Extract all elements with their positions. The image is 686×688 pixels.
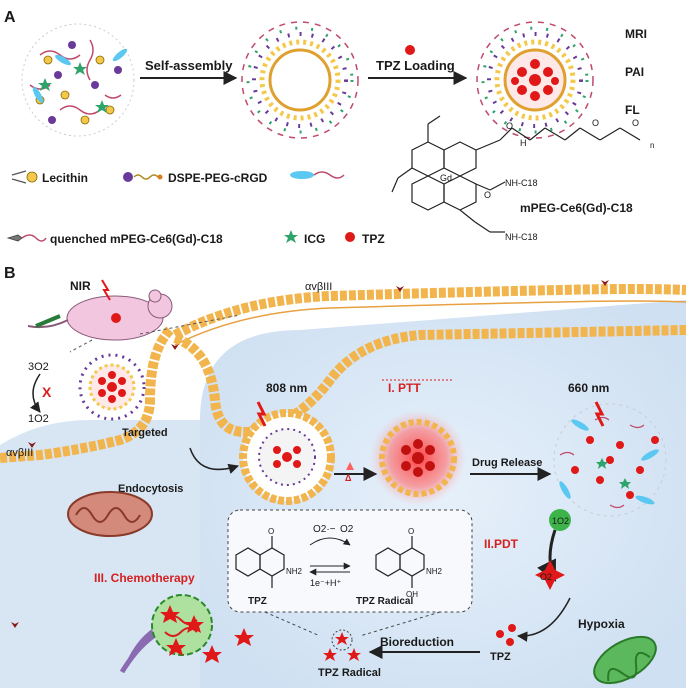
tpz-structure <box>235 536 285 588</box>
cell-membrane-inner <box>0 326 174 463</box>
self-assembly-label: Self-assembly <box>145 58 233 73</box>
ether-o2-label: O <box>632 118 639 128</box>
gd-label: Gd <box>440 173 452 183</box>
cell-membrane-outer <box>172 284 686 340</box>
bioreduction-label: Bioreduction <box>380 635 454 649</box>
nh-c18-label-2: NH-C18 <box>505 232 538 242</box>
legend-lecithin: Lecithin <box>11 170 88 185</box>
laser-808-icon <box>256 401 267 427</box>
tpz-loading-label: TPZ Loading <box>376 58 455 73</box>
drug-release-label: Drug Release <box>472 457 542 469</box>
mri-label: MRI <box>625 27 647 41</box>
endosome-nanoparticle <box>239 409 335 505</box>
tpz-free-label: TPZ <box>490 651 511 663</box>
legend-icg: ICG <box>284 230 325 246</box>
tpz-o-top: O <box>268 527 274 536</box>
nh-c18-label-1: NH-C18 <box>505 178 538 188</box>
nanoparticle-targeting <box>78 353 146 421</box>
tpz-radical-cluster <box>323 629 361 661</box>
tpz-radical-bottom-label: TPZ Radical <box>318 667 381 679</box>
inset-o2-label: O2 <box>340 524 354 535</box>
laser-808-label: 808 nm <box>266 381 307 395</box>
reaction-inset-box <box>227 509 473 613</box>
panel-b-label: B <box>4 265 16 282</box>
legend-lecithin-text: Lecithin <box>42 171 88 185</box>
ptt-label: I. PTT <box>388 381 421 395</box>
empty-micelle <box>241 21 359 139</box>
legend-dspe: DSPE-PEG-cRGD <box>123 171 268 185</box>
repeat-n-label: n <box>650 141 654 150</box>
inset-callout-right <box>359 611 441 637</box>
legend-quenched: quenched mPEG-Ce6(Gd)-C18 <box>6 232 223 246</box>
mitochondrion-icon <box>593 635 657 685</box>
heat-triangle-icon <box>346 462 354 470</box>
cell-interior-left <box>0 420 200 688</box>
pdt-label: II.PDT <box>484 537 519 551</box>
singlet-o2-label: 1O2 <box>28 413 49 425</box>
burst-o-label: O2 <box>540 572 552 582</box>
legend-dspe-text: DSPE-PEG-cRGD <box>168 171 268 185</box>
mouse-illustration <box>27 289 173 341</box>
zoom-line-right <box>139 314 241 335</box>
tpz-dot-icon <box>405 45 415 55</box>
pai-label: PAI <box>625 65 644 79</box>
legend-mpeg-ce6 <box>290 171 345 179</box>
disassembled-micelle <box>553 403 667 517</box>
radical-forward-arrow <box>309 537 351 546</box>
heated-nanoparticle <box>370 410 466 506</box>
panel-a-label: A <box>4 9 16 26</box>
disordered-components-cluster <box>21 23 135 137</box>
integrin-label-top: αvβIII <box>305 281 332 293</box>
laser-660-icon <box>594 401 605 427</box>
legend-icg-text: ICG <box>304 232 325 246</box>
pdt-o2-label: 1O2 <box>552 516 569 526</box>
inset-callout-left <box>264 611 321 637</box>
blocked-x-icon: X <box>42 384 52 400</box>
nir-lightning-icon <box>101 279 111 301</box>
mitochondrion-left-icon <box>67 491 153 537</box>
tpz-structure-label: TPZ <box>248 596 267 607</box>
targeted-label: Targeted <box>122 427 168 439</box>
electron-proton-label: 1e⁻+H⁺ <box>310 578 342 588</box>
radical-nh2-label: NH2 <box>426 567 443 576</box>
ce6-gd-structure <box>391 115 641 233</box>
nir-label: NIR <box>70 279 91 293</box>
endocytosis-arrow <box>189 447 240 474</box>
radical-o-top: O <box>408 527 414 536</box>
quench-arrow <box>30 373 41 413</box>
carbonyl-o-label: O <box>484 190 491 200</box>
mpeg-ce6-compound-name: mPEG-Ce6(Gd)-C18 <box>520 201 633 215</box>
singlet-o2-green-icon <box>549 509 571 531</box>
legend-tpz-text: TPZ <box>362 232 385 246</box>
released-tpz-dots <box>496 624 516 646</box>
hypoxia-arrow <box>516 597 571 642</box>
chemo-tpz-stars <box>160 605 254 663</box>
burst-icon <box>535 560 565 590</box>
radical-oh-label: OH <box>406 590 418 599</box>
amide-o-label: O <box>506 121 513 131</box>
legend-tpz: TPZ <box>345 232 385 246</box>
triplet-o2-label: 3O2 <box>28 361 49 373</box>
loaded-micelle <box>476 21 594 139</box>
tpz-radical-structure-label: TPZ Radical <box>356 596 413 607</box>
tpz-radical-structure <box>375 536 425 588</box>
chemotherapy-label: III. Chemotherapy <box>94 571 195 585</box>
fl-label: FL <box>625 103 640 117</box>
endocytosis-label: Endocytosis <box>118 483 183 495</box>
heat-delta-label: Δ <box>345 473 352 483</box>
legend-quenched-text: quenched mPEG-Ce6(Gd)-C18 <box>50 232 223 246</box>
zoom-line-left <box>69 339 93 353</box>
integrin-label-left: αvβIII <box>6 447 33 459</box>
ether-o1-label: O <box>592 118 599 128</box>
hypoxia-label: Hypoxia <box>578 617 625 631</box>
laser-660-label: 660 nm <box>568 381 609 395</box>
amide-nh-label: H <box>520 138 527 148</box>
superoxide-label: O2·− <box>313 524 336 535</box>
membrane-line <box>174 300 686 346</box>
tpz-nh2-label: NH2 <box>286 567 303 576</box>
